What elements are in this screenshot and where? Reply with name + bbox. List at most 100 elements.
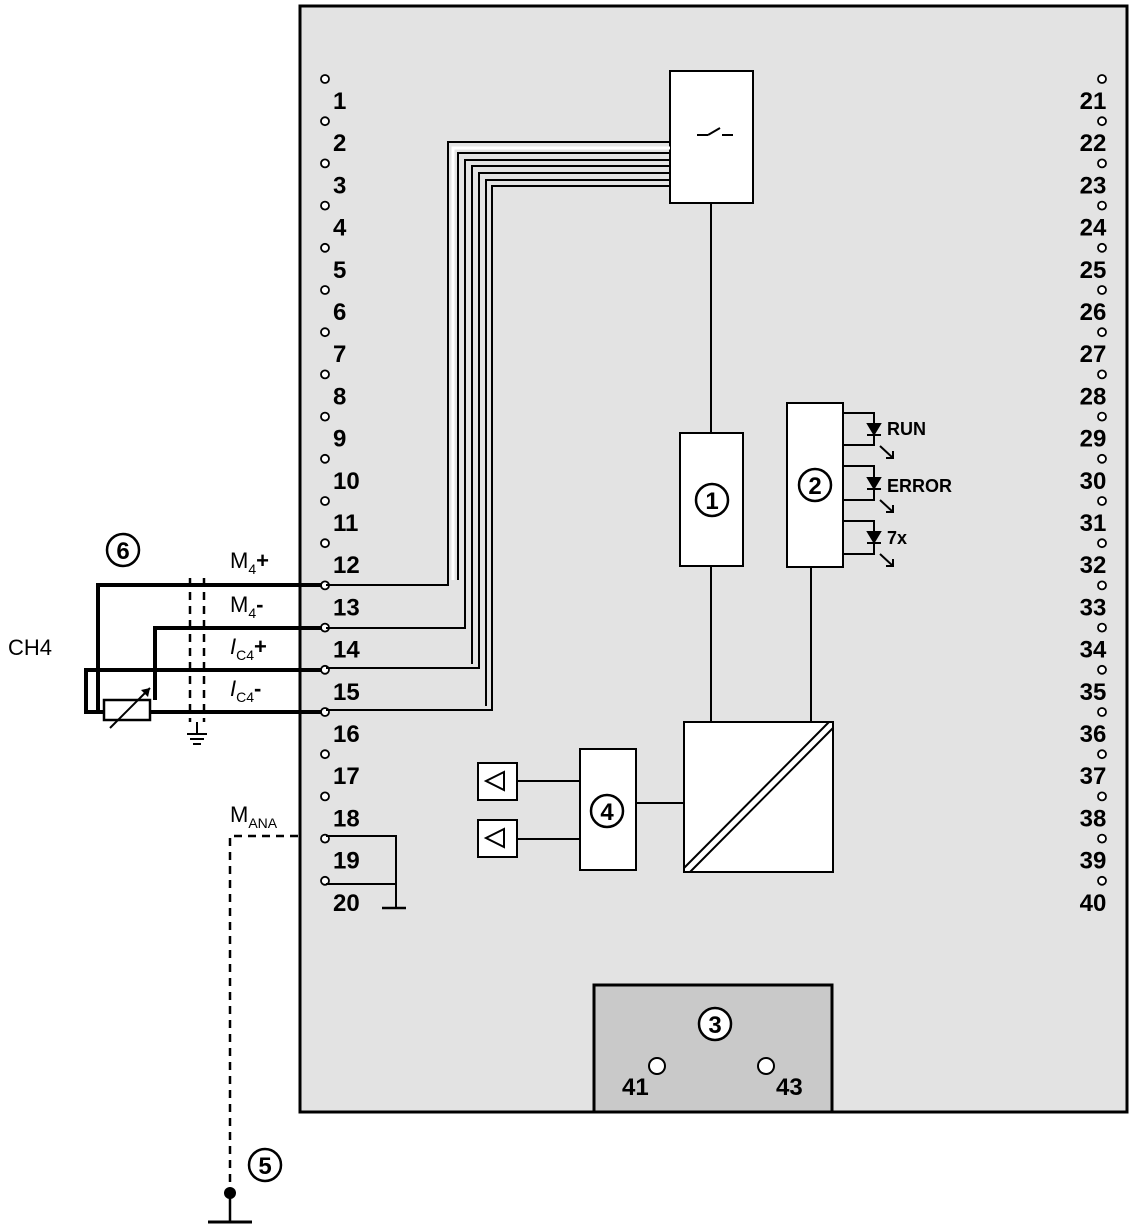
terminal-number: 19 bbox=[333, 848, 360, 875]
terminal-number: 40 bbox=[1080, 890, 1107, 917]
signal-ic4-plus: IC4+ bbox=[230, 634, 267, 663]
terminal-number: 3 bbox=[333, 172, 346, 199]
terminal-pin bbox=[1097, 116, 1107, 127]
rtd-variable-arrow bbox=[109, 687, 151, 729]
converter-diagonal-b bbox=[689, 727, 834, 873]
terminal-number: 2 bbox=[333, 130, 346, 157]
terminal-number: 34 bbox=[1080, 637, 1107, 664]
callout-6-label: 6 bbox=[116, 538, 129, 565]
terminal-pin bbox=[1097, 875, 1107, 886]
terminal-pin bbox=[320, 453, 330, 464]
led-7x bbox=[843, 520, 894, 567]
power-terminal-41-label: 41 bbox=[622, 1074, 649, 1101]
callout-2-label: 2 bbox=[808, 473, 821, 500]
callout-1-label: 1 bbox=[705, 488, 718, 515]
terminal-number: 33 bbox=[1080, 594, 1107, 621]
terminal-number: 11 bbox=[333, 510, 358, 537]
terminal-number: 16 bbox=[333, 721, 360, 748]
terminal-pin bbox=[1097, 707, 1107, 717]
terminal-pin bbox=[1097, 791, 1107, 802]
terminal-pin bbox=[320, 285, 330, 295]
terminal-number: 32 bbox=[1080, 552, 1107, 579]
terminal-pin bbox=[1097, 327, 1107, 338]
power-terminal-43-hole bbox=[757, 1057, 775, 1075]
terminal-pin bbox=[320, 369, 330, 380]
terminal-pin bbox=[1097, 158, 1107, 169]
callout-6-circle bbox=[105, 532, 141, 568]
shield-ground-symbol bbox=[187, 722, 207, 745]
terminal-pin bbox=[320, 875, 330, 886]
switch-block bbox=[669, 70, 754, 204]
cable-shield bbox=[188, 578, 206, 722]
terminal-number: 10 bbox=[333, 468, 360, 495]
terminal-number: 8 bbox=[333, 383, 346, 410]
amplifier-1-symbol bbox=[483, 770, 505, 792]
terminal-number: 1 bbox=[333, 88, 346, 115]
terminal-pin bbox=[1097, 749, 1107, 760]
terminal-number: 7 bbox=[333, 341, 346, 368]
led-run bbox=[843, 412, 894, 459]
callout-1-circle bbox=[694, 482, 730, 518]
internal-ground bbox=[326, 835, 406, 910]
terminal-number: 6 bbox=[333, 299, 346, 326]
terminal-number: 24 bbox=[1080, 215, 1107, 242]
amplifier-2-symbol bbox=[483, 827, 505, 849]
signal-m4-plus: M4+ bbox=[230, 548, 269, 577]
amplifier-2 bbox=[477, 819, 518, 858]
terminal-number: 37 bbox=[1080, 763, 1107, 790]
terminal-pin bbox=[320, 200, 330, 211]
terminal-number: 14 bbox=[333, 637, 360, 664]
signal-ic4-minus: IC4- bbox=[230, 676, 261, 705]
terminal-pin bbox=[1097, 496, 1107, 506]
terminal-number: 13 bbox=[333, 594, 360, 621]
converter-block bbox=[683, 721, 834, 873]
terminal-number: 28 bbox=[1080, 383, 1107, 410]
terminal-number: 38 bbox=[1080, 805, 1107, 832]
terminal-pin bbox=[1097, 285, 1107, 295]
terminal-pin bbox=[320, 538, 330, 549]
terminal-number: 9 bbox=[333, 426, 346, 453]
callout-5-label: 5 bbox=[258, 1153, 271, 1180]
terminal-pin bbox=[320, 749, 330, 760]
terminal-number: 12 bbox=[333, 552, 360, 579]
terminal-pin bbox=[320, 116, 330, 127]
led-error bbox=[843, 465, 894, 513]
terminal-pin bbox=[1097, 580, 1107, 591]
callout-3-circle bbox=[697, 1006, 733, 1042]
terminal-number: 30 bbox=[1080, 468, 1107, 495]
terminal-number: 25 bbox=[1080, 257, 1107, 284]
signal-m4-minus: M4- bbox=[230, 592, 263, 621]
terminal-pin bbox=[1097, 664, 1107, 675]
terminal-number: 5 bbox=[333, 257, 346, 284]
power-terminal-41-hole bbox=[648, 1057, 666, 1075]
terminal-pin bbox=[320, 327, 330, 338]
terminal-pin bbox=[320, 411, 330, 422]
callout-4-circle bbox=[589, 793, 625, 829]
terminal-number: 26 bbox=[1080, 299, 1107, 326]
terminal-number: 18 bbox=[333, 805, 360, 832]
power-block bbox=[592, 983, 834, 1114]
terminal-number: 31 bbox=[1080, 510, 1107, 537]
converter-diagonal-a bbox=[683, 721, 830, 869]
terminal-number: 23 bbox=[1080, 172, 1107, 199]
terminal-number: 35 bbox=[1080, 679, 1107, 706]
terminal-pin bbox=[320, 242, 330, 253]
terminal-pin bbox=[1097, 622, 1107, 633]
callout-5-circle bbox=[247, 1147, 283, 1183]
terminal-number: 21 bbox=[1080, 88, 1107, 115]
terminal-pin bbox=[1097, 200, 1107, 211]
terminal-number: 20 bbox=[333, 890, 360, 917]
terminal-number: 29 bbox=[1080, 426, 1107, 453]
power-terminal-43-label: 43 bbox=[776, 1074, 803, 1101]
terminal-number: 17 bbox=[333, 763, 360, 790]
rtd-variable-arrowhead bbox=[141, 688, 150, 697]
terminal-pin bbox=[1097, 833, 1107, 844]
terminal-pin bbox=[320, 74, 330, 84]
terminal-number: 39 bbox=[1080, 848, 1107, 875]
terminal-number: 22 bbox=[1080, 130, 1107, 157]
led-run-label: RUN bbox=[887, 419, 926, 439]
channel-label: CH4 bbox=[8, 635, 52, 660]
terminal-number: 4 bbox=[333, 215, 347, 242]
